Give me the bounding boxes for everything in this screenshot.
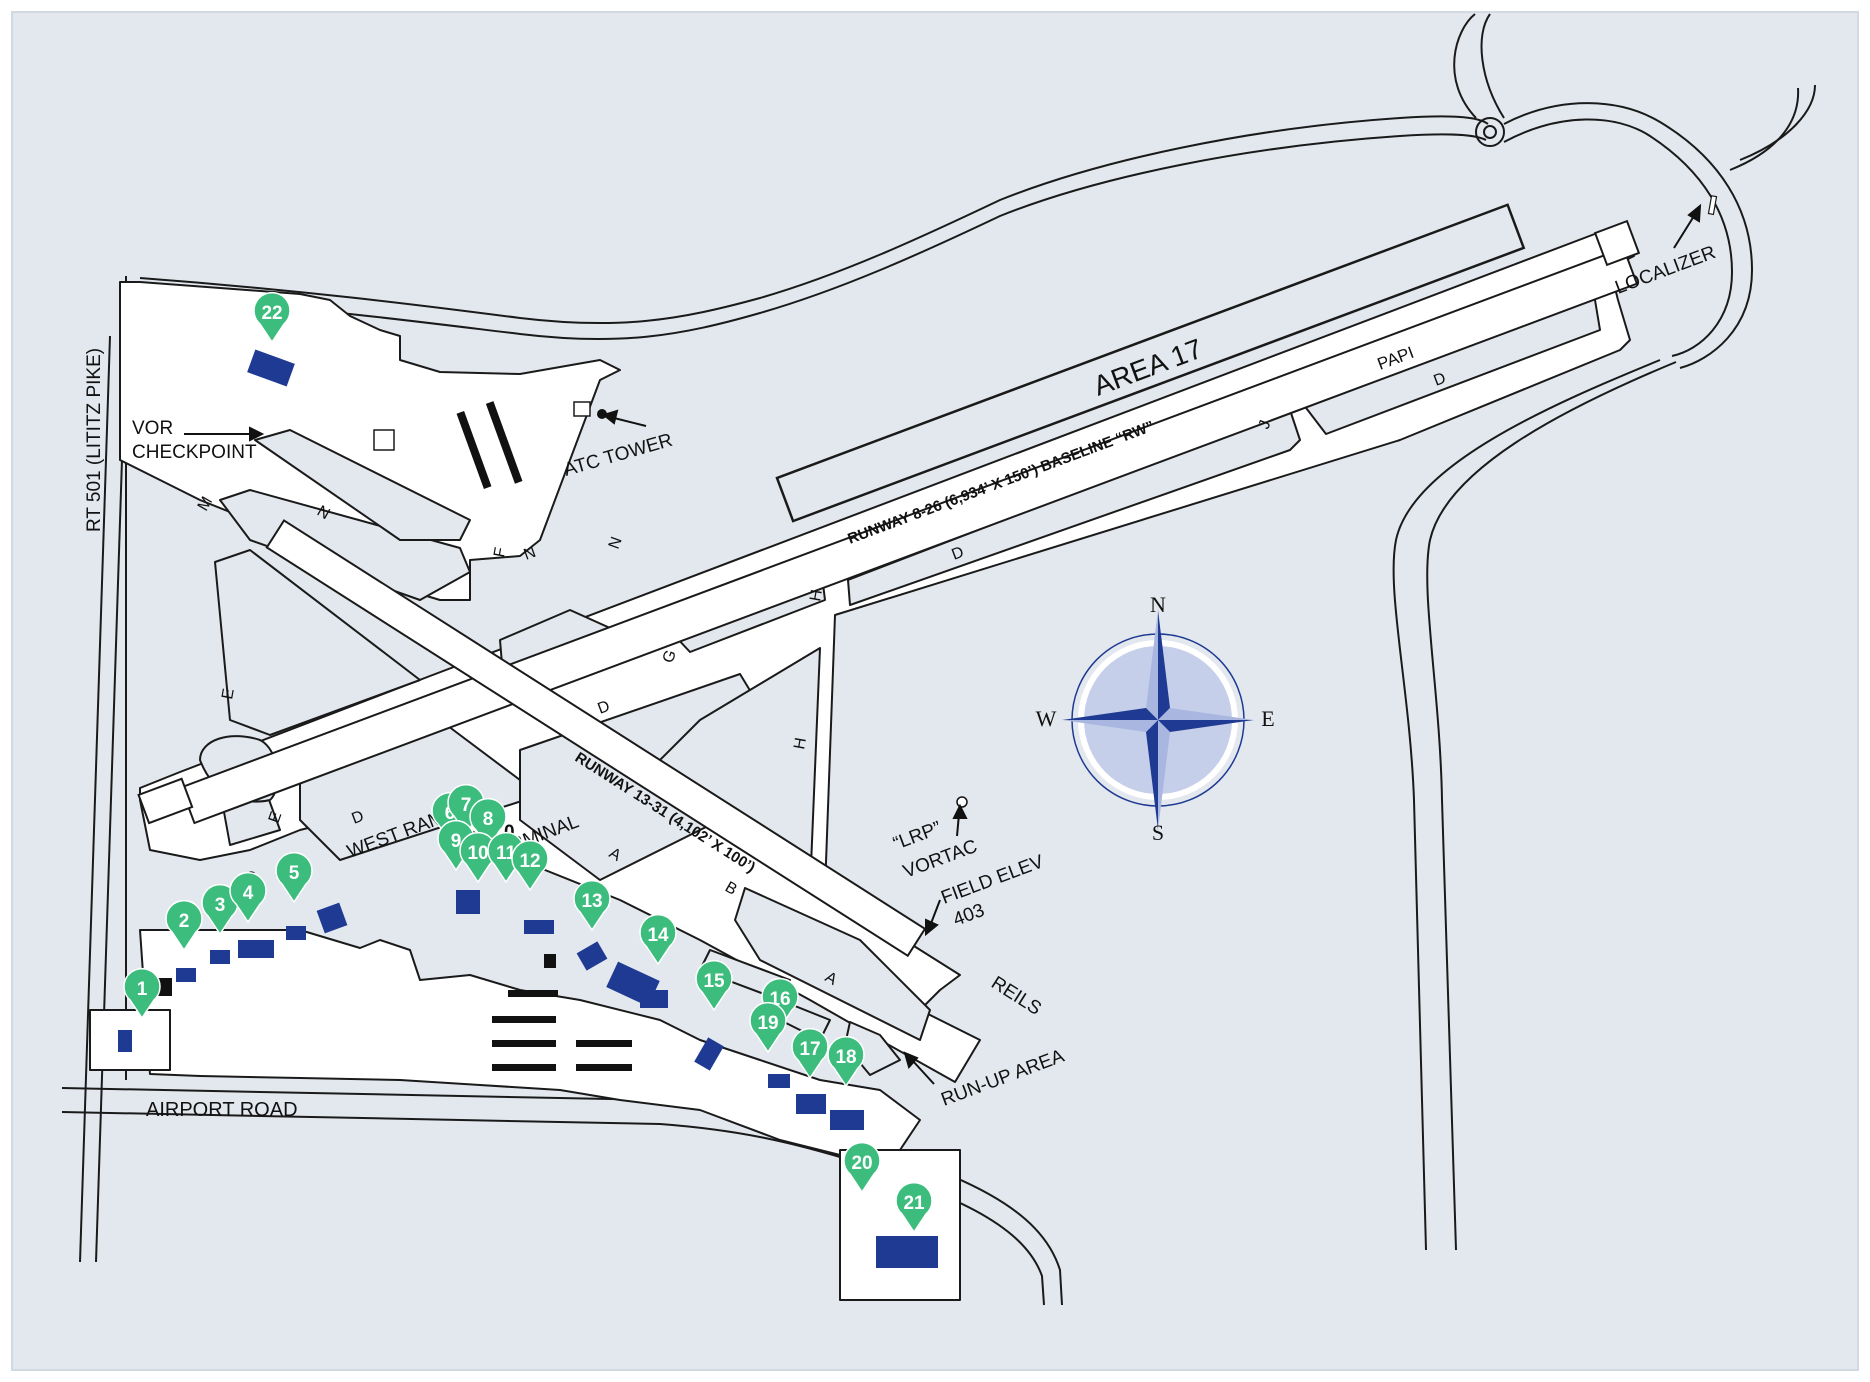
vor-checkpoint-label-1: VOR: [132, 418, 173, 439]
north-hangars: [456, 401, 523, 489]
taxiway-n-label-3: N: [606, 535, 626, 552]
localizer-antenna: [1707, 195, 1718, 216]
taxiway-n-label-2: N: [522, 544, 539, 564]
area-17-box: [775, 203, 1526, 523]
location-marker-label: 2: [179, 911, 190, 932]
taxiway-h-label-2: H: [791, 736, 810, 750]
vor-checkpoint-label-2: CHECKPOINT: [132, 442, 257, 463]
vor-building: [373, 429, 395, 451]
perimeter-roads: [61, 13, 1816, 1306]
location-marker-14[interactable]: 14: [639, 913, 677, 966]
compass-s: S: [1152, 820, 1164, 845]
location-marker-18[interactable]: 18: [827, 1035, 865, 1088]
location-marker-label: 21: [903, 1193, 925, 1214]
location-marker-3[interactable]: 3: [201, 883, 239, 936]
location-marker-label: 19: [757, 1013, 778, 1034]
vortac-symbol: [956, 796, 968, 808]
compass-n: N: [1150, 592, 1166, 617]
location-marker-4[interactable]: 4: [229, 871, 267, 924]
atc-tower-building: [573, 401, 591, 417]
location-marker-13[interactable]: 13: [573, 879, 611, 932]
rt501-label: RT 501 (LITITZ PIKE): [84, 348, 105, 532]
location-marker-label: 12: [519, 851, 540, 872]
location-marker-5[interactable]: 5: [275, 851, 313, 904]
location-marker-label: 22: [261, 303, 282, 324]
location-marker-17[interactable]: 17: [791, 1027, 829, 1080]
taxiway-d-label-north: D: [949, 544, 966, 564]
pointer-arrows: [184, 203, 1702, 1085]
location-marker-label: 14: [647, 925, 669, 946]
location-marker-label: 18: [835, 1047, 856, 1068]
taxiway-h-label-1: H: [807, 588, 826, 602]
location-marker-label: 8: [483, 809, 494, 830]
location-marker-label: 17: [799, 1039, 820, 1060]
t-hangars: [158, 954, 632, 1071]
taxiway-d-label-mid: D: [595, 698, 612, 718]
location-marker-label: 13: [581, 891, 602, 912]
location-marker-19[interactable]: 19: [749, 1001, 787, 1054]
location-marker-label: 7: [461, 795, 472, 816]
runway-13-31[interactable]: [265, 519, 927, 958]
location-marker-label: 20: [851, 1153, 872, 1174]
runway-east-pad: [1593, 219, 1641, 267]
taxiway-d-label-papi: D: [1431, 370, 1448, 390]
runway-west-pad: [137, 777, 194, 825]
location-marker-12[interactable]: 12: [511, 839, 549, 892]
location-marker-label: 3: [215, 895, 226, 916]
buildings: [118, 349, 938, 1268]
location-marker-8[interactable]: 8: [469, 797, 507, 850]
location-marker-label: 9: [451, 831, 462, 852]
compass-w: W: [1036, 706, 1057, 731]
taxiway-f-label: F: [491, 546, 509, 559]
compass-rose: N S E W: [1036, 592, 1275, 845]
location-marker-2[interactable]: 2: [165, 899, 203, 952]
location-marker-label: 10: [467, 843, 488, 864]
taxiway-g-label: G: [660, 648, 680, 666]
location-marker-1[interactable]: 1: [123, 967, 161, 1020]
location-marker-label: 5: [289, 863, 300, 884]
location-marker-22[interactable]: 22: [253, 291, 291, 344]
location-marker-label: 15: [703, 971, 725, 992]
location-marker-label: 1: [137, 979, 148, 1000]
location-marker-15[interactable]: 15: [695, 959, 733, 1012]
taxiway-d-label-west: D: [349, 808, 366, 828]
location-marker-label: 4: [243, 883, 254, 904]
location-marker-21[interactable]: 21: [895, 1181, 933, 1234]
airport-road-label: AIRPORT ROAD: [146, 1099, 298, 1121]
compass-e: E: [1261, 706, 1274, 731]
location-marker-20[interactable]: 20: [843, 1141, 881, 1194]
location-marker-label: 6: [445, 803, 456, 824]
taxiway-e-label-1: E: [219, 687, 238, 700]
